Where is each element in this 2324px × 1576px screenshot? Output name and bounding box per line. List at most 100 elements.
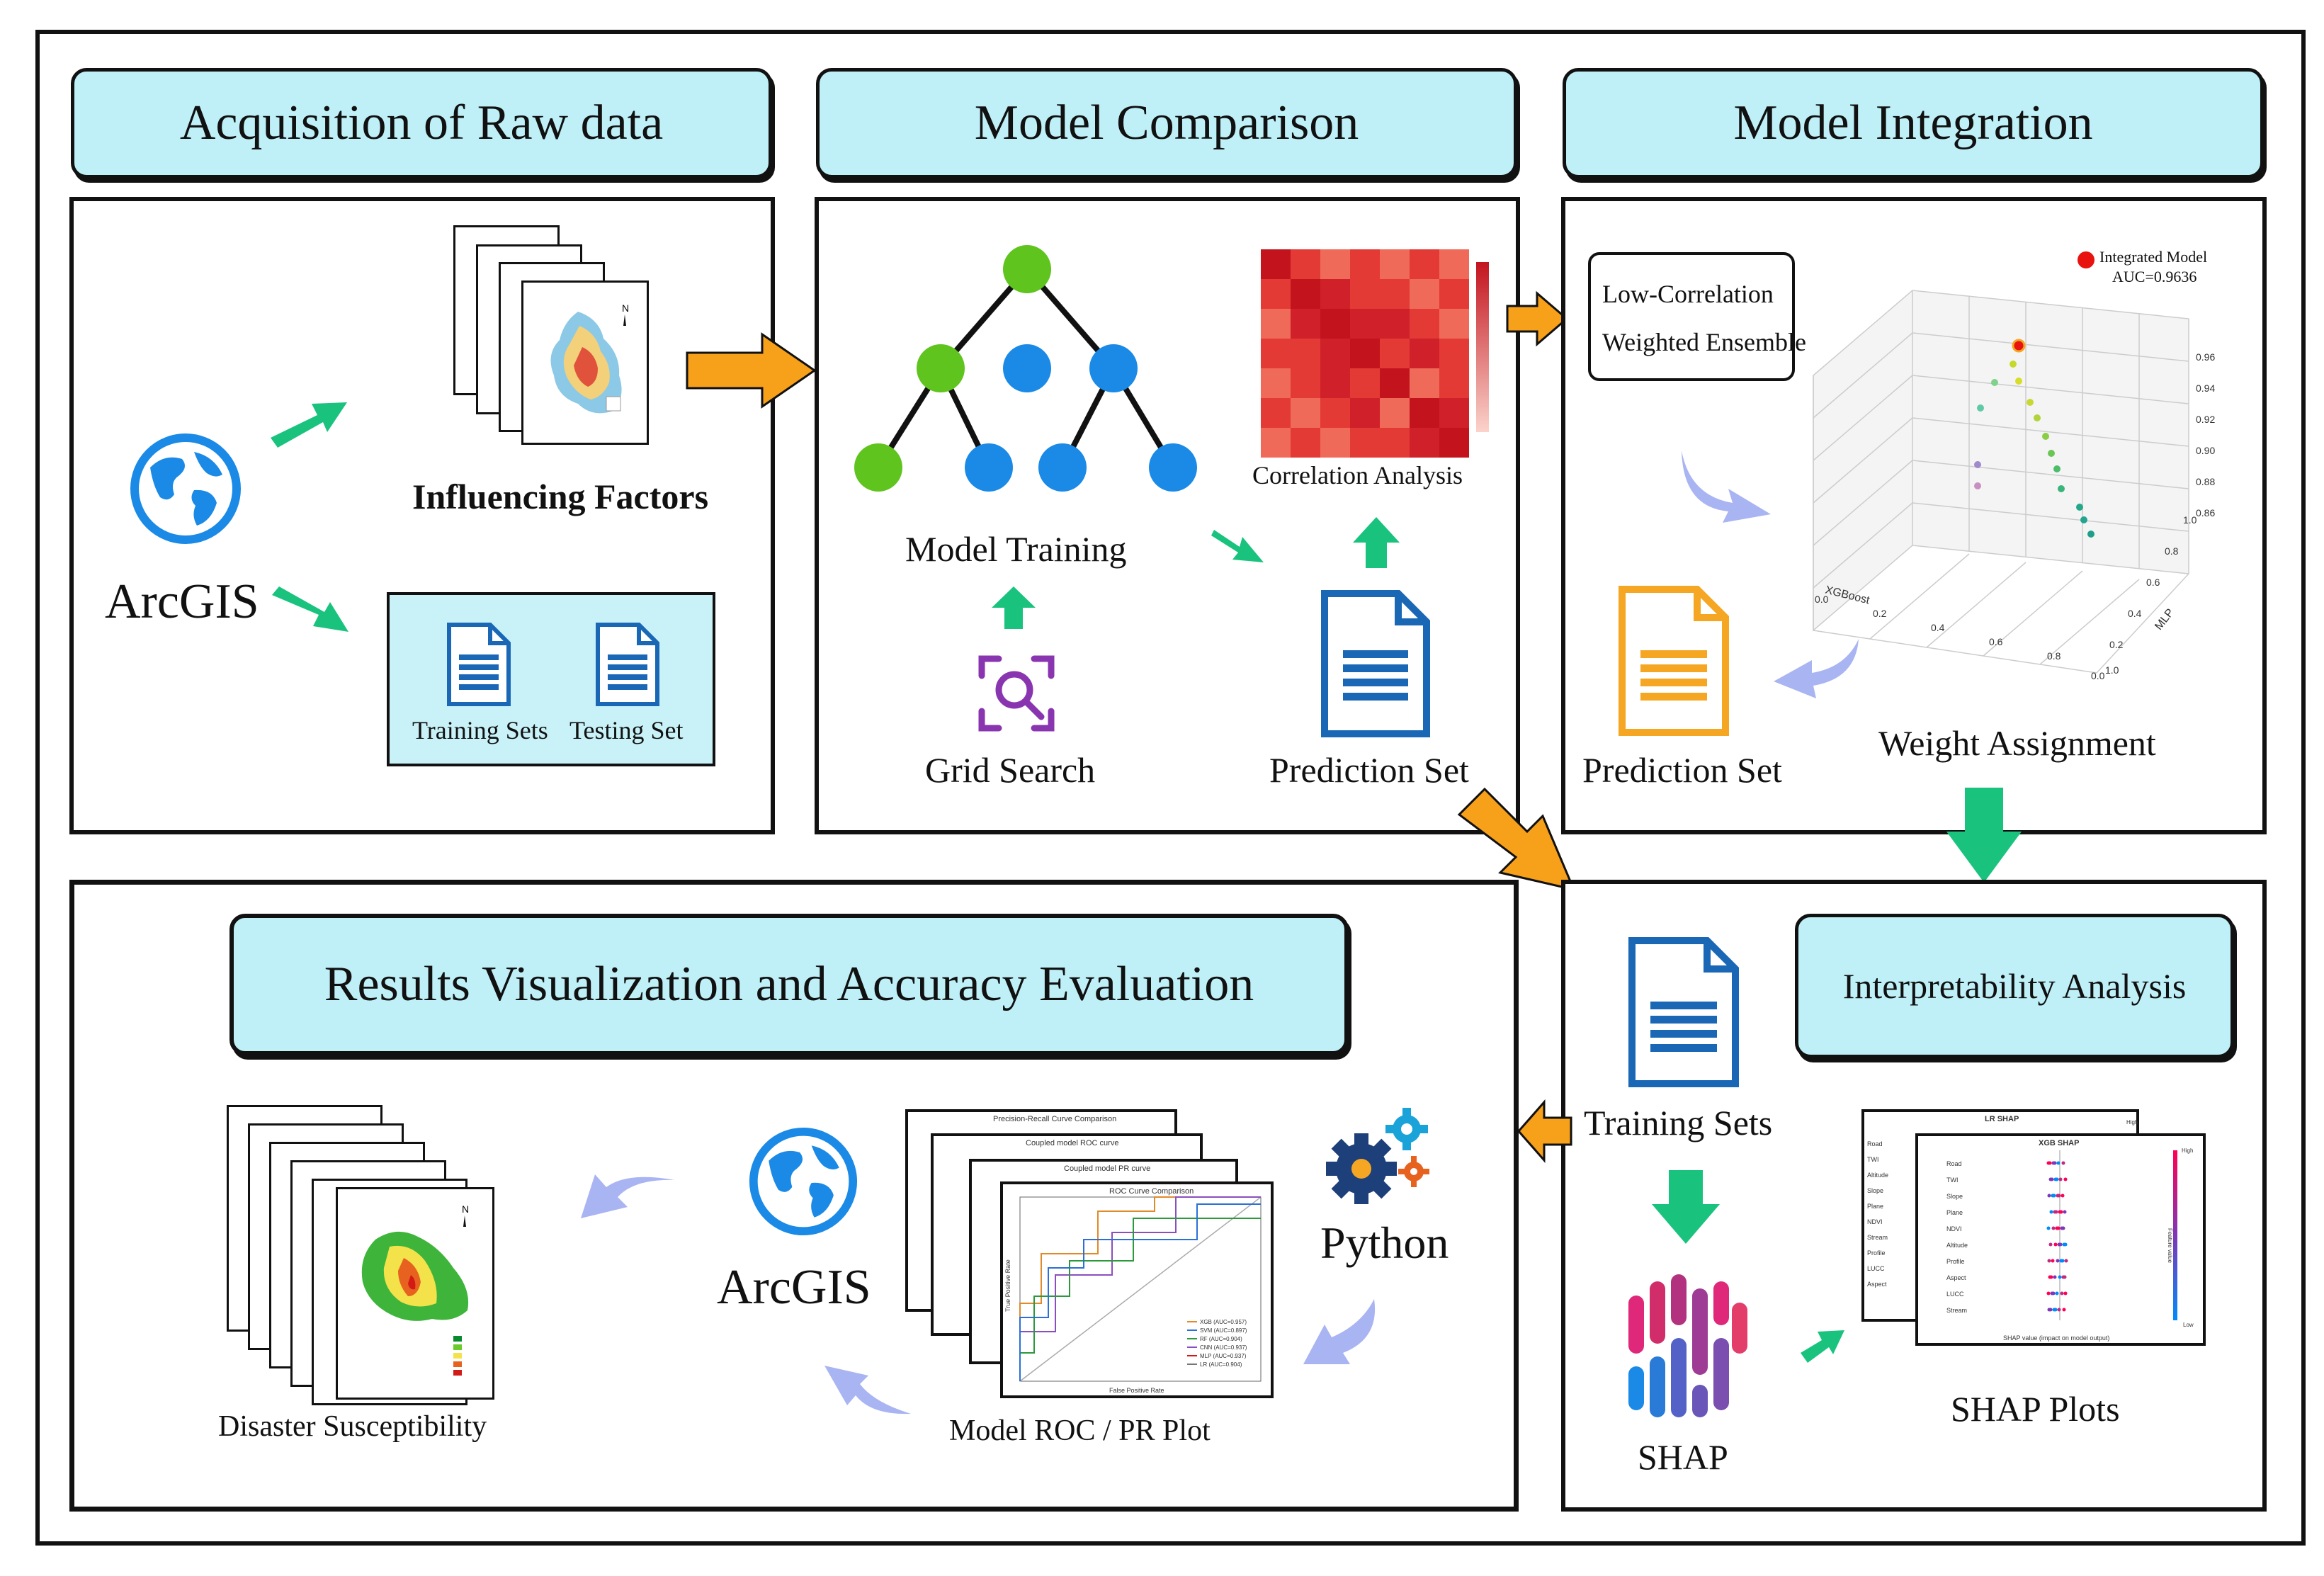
arrow-green-integration-to-interpretability xyxy=(1946,788,2022,883)
shap-dot xyxy=(2053,1308,2058,1312)
python-label: Python xyxy=(1320,1218,1449,1268)
shap-dot xyxy=(2063,1291,2068,1296)
header-model-comparison-title: Model Comparison xyxy=(974,96,1359,150)
heatmap-cell xyxy=(1291,279,1320,309)
x-tick-label: 0.0 xyxy=(1815,594,1829,605)
arrow-green-training-to-prediction xyxy=(1211,530,1264,562)
heatmap-cell xyxy=(1410,249,1439,279)
roc-comparison-plot: ROC Curve Comparison False Positive Rate… xyxy=(1000,1181,1274,1398)
heatmap-cell xyxy=(1291,339,1320,368)
xgb-feature-label: Slope xyxy=(1946,1193,1963,1200)
y-tick-label: 0.0 xyxy=(2091,670,2105,681)
header-acquisition: Acquisition of Raw data xyxy=(71,68,772,178)
svg-text:N: N xyxy=(622,302,629,314)
shap-dot xyxy=(2053,1161,2057,1165)
arrow-orange-acq-to-comparison xyxy=(686,332,817,409)
header-model-integration: Model Integration xyxy=(1563,68,2264,178)
testing-doc-icon xyxy=(596,623,659,706)
shap-dot xyxy=(2063,1242,2068,1247)
plot-title-2: Coupled model PR curve xyxy=(1064,1164,1151,1173)
xgb-high-label: High xyxy=(2182,1147,2194,1154)
roc-legend-entry: LR (AUC=0.904) xyxy=(1200,1361,1242,1368)
arrow-green-training-to-shap xyxy=(1652,1170,1720,1244)
shap-dot xyxy=(2063,1275,2067,1279)
plot-title-1: Coupled model ROC curve xyxy=(1026,1139,1119,1147)
arrow-green-down-right xyxy=(272,586,348,632)
heatmap-cell xyxy=(1261,309,1291,339)
heatmap-cell xyxy=(1261,339,1291,368)
heatmap-cell xyxy=(1261,428,1291,458)
shap-dot xyxy=(2059,1210,2063,1214)
xgb-feature-label: Aspect xyxy=(1946,1274,1966,1281)
heatmap-cell xyxy=(1320,398,1350,428)
susceptibility-map-icon: N xyxy=(361,1203,469,1376)
roc-legend-entry: MLP (AUC=0.937) xyxy=(1200,1353,1247,1359)
training-sets-label-interpretability: Training Sets xyxy=(1584,1103,1773,1143)
roc-legend-entry: XGB (AUC=0.957) xyxy=(1200,1319,1247,1325)
heatmap-cell xyxy=(1291,309,1320,339)
shap-dot xyxy=(2060,1291,2064,1296)
heatmap-cell xyxy=(1291,428,1320,458)
lr-feature-label: Altitude xyxy=(1867,1172,1889,1179)
feature-value-label: Feature value xyxy=(2167,1228,2173,1263)
heatmap-cell xyxy=(1380,249,1410,279)
header-interpretability: Interpretability Analysis xyxy=(1795,914,2234,1058)
header-model-comparison: Model Comparison xyxy=(816,68,1517,178)
xgb-feature-label: Stream xyxy=(1946,1307,1968,1314)
scatter-point xyxy=(1991,379,1998,386)
heatmap-cell xyxy=(1261,398,1291,428)
xgb-feature-label: Plane xyxy=(1946,1209,1963,1216)
shap-dot xyxy=(2056,1259,2060,1263)
scatter-point xyxy=(2015,378,2022,385)
shap-dot xyxy=(2062,1308,2066,1312)
heatmap-cell xyxy=(1350,339,1380,368)
arcgis-label-top: ArcGIS xyxy=(105,574,259,629)
heatmap-cell xyxy=(1380,279,1410,309)
shap-dot xyxy=(2058,1242,2063,1247)
heatmap-cell xyxy=(1320,368,1350,398)
testing-set-label: Testing Set xyxy=(569,716,684,744)
shap-dot xyxy=(2049,1275,2053,1279)
python-gears-icon xyxy=(1326,1108,1429,1204)
shap-dot xyxy=(2061,1161,2065,1165)
shap-dot xyxy=(2048,1161,2052,1165)
heatmap-cell xyxy=(1320,339,1350,368)
heatmap-cell xyxy=(1350,249,1380,279)
prediction-set-doc-orange-icon xyxy=(1619,586,1729,736)
roc-curves: XGB (AUC=0.957)SVM (AUC=0.897)RF (AUC=0.… xyxy=(1019,1196,1262,1382)
model-training-label: Model Training xyxy=(905,529,1127,569)
heatmap-cell xyxy=(1410,339,1439,368)
heatmap-cell xyxy=(1320,279,1350,309)
xgb-feature-label: TWI xyxy=(1946,1177,1959,1184)
arrow-orange-interpretability-to-results xyxy=(1517,1099,1572,1163)
arrow-orange-comparison-to-integration xyxy=(1506,290,1569,347)
scatter-point xyxy=(2012,339,2026,353)
xgb-feature-label: Profile xyxy=(1946,1258,1965,1265)
prediction-set-doc-icon xyxy=(1321,590,1430,737)
lr-feature-label: Stream xyxy=(1867,1234,1888,1241)
scatter-point xyxy=(2080,516,2087,523)
heatmap-cell xyxy=(1380,309,1410,339)
scatter-point xyxy=(1977,404,1984,412)
arrow-lavender-arcgis-to-map xyxy=(581,1174,674,1218)
plot-title-0: Precision-Recall Curve Comparison xyxy=(993,1115,1117,1123)
scatter-point xyxy=(1974,482,1981,489)
x-tick-label: 0.8 xyxy=(2047,650,2061,662)
ensemble-line1: Low-Correlation xyxy=(1602,280,1774,308)
shap-dot xyxy=(2053,1242,2058,1247)
arrow-green-shap-to-plots xyxy=(1801,1330,1844,1363)
terrain-map-icon: N xyxy=(550,302,629,414)
legend-integrated-model: Integrated Model xyxy=(2099,248,2208,266)
shap-dot xyxy=(2057,1194,2061,1198)
globe-icon xyxy=(130,433,241,544)
influencing-factors-label: Influencing Factors xyxy=(412,477,709,516)
scatter-point xyxy=(1974,461,1981,468)
shap-dot xyxy=(2046,1291,2051,1296)
training-sets-doc-icon xyxy=(1628,937,1739,1087)
lr-high-label: High xyxy=(2126,1119,2138,1126)
x-tick-label: 1.0 xyxy=(2105,664,2119,676)
correlation-analysis-label: Correlation Analysis xyxy=(1252,461,1463,489)
arrow-lavender-ensemble-to-plot xyxy=(1682,450,1771,523)
shap-dot xyxy=(2047,1194,2051,1198)
roc-pr-label: Model ROC / PR Plot xyxy=(949,1415,1211,1447)
